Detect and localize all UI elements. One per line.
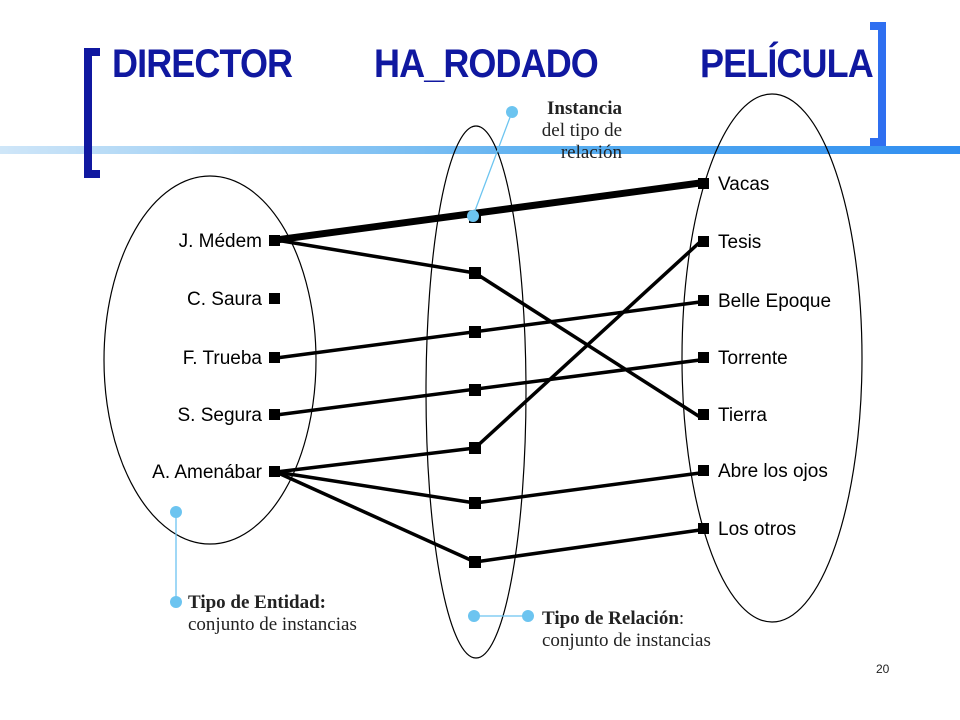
director-label: A. Amenábar — [152, 462, 262, 483]
link-medem-r2 — [275, 238, 476, 275]
film-label: Los otros — [718, 519, 797, 540]
film-label: Vacas — [718, 174, 770, 195]
title-ha-rodado: HA_RODADO — [374, 42, 599, 86]
link-amenabar-r5 — [275, 446, 476, 474]
callout-tipo-entidad: Tipo de Entidad: conjunto de instancias — [188, 592, 357, 636]
dot-relacion-right — [522, 610, 534, 622]
film-markers — [698, 178, 709, 534]
callout-instancia: Instancia del tipo de relación — [500, 98, 622, 164]
link-r6-abre — [474, 471, 701, 505]
marker-relation-instance — [469, 497, 481, 509]
callout-relacion-line2: conjunto de instancias — [542, 630, 711, 651]
dot-relacion-left — [468, 610, 480, 622]
marker-relation-instance — [469, 384, 481, 396]
marker-director — [269, 293, 280, 304]
marker-film — [698, 236, 709, 247]
marker-film — [698, 295, 709, 306]
link-segura-torrente — [275, 358, 701, 417]
title-pelicula: PELÍCULA — [700, 42, 874, 86]
film-label: Belle Epoque — [718, 291, 832, 312]
callout-tipo-relacion: Tipo de Relación: conjunto de instancias — [542, 608, 711, 652]
marker-director — [269, 409, 280, 420]
links — [275, 179, 702, 564]
link-r7-otros — [474, 528, 701, 564]
callout-entidad-line2: conjunto de instancias — [188, 614, 357, 635]
film-label: Tesis — [718, 232, 762, 253]
callout-relacion-line1: Tipo de Relación — [542, 608, 679, 629]
relation-set — [425, 125, 527, 659]
link-trueba-belle — [275, 300, 701, 360]
director-label: S. Segura — [177, 405, 263, 426]
dot-entidad-bottom — [170, 596, 182, 608]
leader-instancia — [472, 111, 513, 217]
dot-entidad-top — [170, 506, 182, 518]
callout-entidad-line1: Tipo de Entidad: — [188, 592, 326, 613]
marker-film — [698, 409, 709, 420]
page-number: 20 — [876, 662, 890, 676]
dot-instancia-top — [506, 106, 518, 118]
marker-director — [269, 352, 280, 363]
title-director: DIRECTOR — [112, 42, 293, 86]
marker-relation-instance — [469, 267, 481, 279]
callout-leaders — [170, 106, 534, 622]
right-bracket — [870, 22, 886, 146]
marker-film — [698, 465, 709, 476]
dot-instancia-bottom — [467, 210, 479, 222]
callout-relacion-colon: : — [678, 608, 685, 629]
link-amenabar-r7 — [275, 470, 476, 564]
header-stripe — [0, 146, 960, 154]
marker-film — [698, 352, 709, 363]
marker-relation-instance — [469, 556, 481, 568]
director-label: J. Médem — [178, 231, 262, 252]
marker-film — [698, 178, 709, 189]
callout-instancia-line3: relación — [560, 142, 622, 163]
callout-instancia-line1: Instancia — [547, 98, 622, 119]
link-r5-tesis — [473, 240, 702, 450]
marker-film — [698, 523, 709, 534]
left-bracket — [84, 48, 100, 178]
marker-director — [269, 235, 280, 246]
film-label: Abre los ojos — [718, 461, 828, 482]
link-medem-vacas-highlight — [275, 179, 701, 244]
director-label: C. Saura — [187, 289, 262, 310]
link-amenabar-r6 — [275, 470, 476, 505]
marker-relation-instance — [469, 442, 481, 454]
callout-instancia-line2: del tipo de — [541, 120, 622, 141]
director-markers — [269, 235, 280, 477]
marker-relation-instance — [469, 326, 481, 338]
pelicula-entity-set — [681, 93, 863, 623]
marker-director — [269, 466, 280, 477]
film-label: Torrente — [718, 348, 788, 369]
director-label: F. Trueba — [182, 348, 262, 369]
director-entity-set — [103, 175, 317, 545]
film-label: Tierra — [718, 405, 767, 426]
relation-markers — [469, 211, 481, 568]
